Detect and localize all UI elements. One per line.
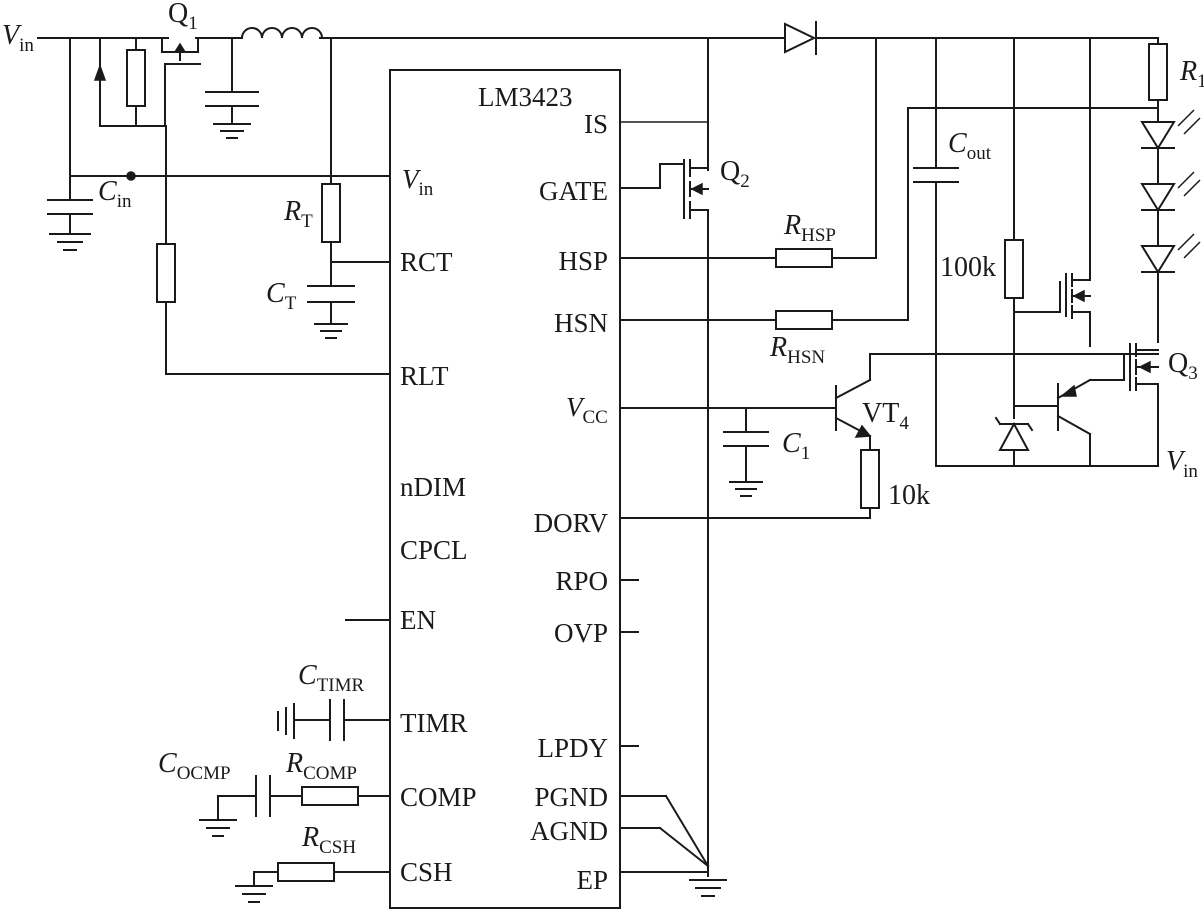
pin-rct: RCT bbox=[400, 247, 453, 277]
svg-text:100k: 100k bbox=[940, 252, 996, 283]
svg-text:Cout: Cout bbox=[948, 128, 992, 164]
stub-pins bbox=[345, 579, 639, 747]
svg-text:Cin: Cin bbox=[98, 176, 132, 212]
svg-text:Q3: Q3 bbox=[1168, 348, 1198, 384]
svg-text:Vin: Vin bbox=[1166, 446, 1198, 482]
pin-vcc: VCC bbox=[566, 392, 608, 428]
input-rail: Vin bbox=[2, 20, 1159, 201]
pin-vin: Vin bbox=[402, 164, 434, 200]
pin-ovp: OVP bbox=[554, 618, 608, 648]
svg-text:C1: C1 bbox=[782, 428, 810, 464]
vcc-c1-vt4: C1 VT4 10k bbox=[619, 353, 1159, 519]
rhsp-resistor: RHSP bbox=[619, 37, 877, 268]
pin-agnd: AGND bbox=[530, 816, 608, 846]
vin-input-label: Vin bbox=[2, 20, 34, 56]
dimming-network: 100k bbox=[940, 37, 1125, 467]
q1-mosfet: Q1 bbox=[93, 0, 259, 139]
cout-capacitor: Cout bbox=[913, 37, 1159, 467]
ground-bus bbox=[619, 794, 727, 897]
pin-rpo: RPO bbox=[555, 566, 608, 596]
svg-text:RCOMP: RCOMP bbox=[285, 748, 357, 784]
rhsn-resistor: RHSN bbox=[619, 107, 1159, 368]
rt-ct-network: RT CT bbox=[266, 37, 391, 339]
pin-comp: COMP bbox=[400, 782, 477, 812]
pin-timr: TIMR bbox=[400, 708, 468, 738]
ctimr-capacitor: CTIMR bbox=[277, 660, 391, 741]
pin-pgnd: PGND bbox=[534, 782, 608, 812]
svg-text:RHSP: RHSP bbox=[783, 210, 836, 246]
pin-rlt: RLT bbox=[400, 361, 449, 391]
svg-text:COCMP: COCMP bbox=[158, 748, 231, 784]
pin-hsp: HSP bbox=[558, 246, 608, 276]
q2-mosfet: Q2 bbox=[619, 37, 750, 877]
pin-cpcl: CPCL bbox=[400, 535, 468, 565]
ic-lm3423-body bbox=[389, 69, 621, 909]
ic-name: LM3423 bbox=[478, 82, 573, 112]
main-diode bbox=[784, 21, 817, 55]
pin-dorv: DORV bbox=[534, 508, 609, 538]
svg-text:R1: R1 bbox=[1179, 56, 1204, 92]
svg-text:RCSH: RCSH bbox=[301, 822, 356, 858]
pin-en: EN bbox=[400, 605, 436, 635]
comp-network: COCMP RCOMP bbox=[158, 748, 391, 837]
pin-lpdy: LPDY bbox=[537, 733, 608, 763]
pin-gate: GATE bbox=[539, 176, 608, 206]
pin-ndim: nDIM bbox=[400, 472, 466, 502]
cin-capacitor: Cin bbox=[47, 176, 132, 251]
svg-text:Q2: Q2 bbox=[720, 156, 750, 192]
svg-text:CT: CT bbox=[266, 278, 297, 314]
pin-csh: CSH bbox=[400, 857, 453, 887]
pin-is: IS bbox=[584, 109, 608, 139]
csh-network: RCSH bbox=[235, 822, 391, 903]
svg-text:VT4: VT4 bbox=[862, 398, 909, 434]
svg-text:CTIMR: CTIMR bbox=[298, 660, 365, 696]
svg-text:RT: RT bbox=[283, 196, 313, 232]
svg-text:10k: 10k bbox=[888, 480, 930, 511]
svg-text:Q1: Q1 bbox=[168, 0, 198, 34]
pin-ep: EP bbox=[576, 865, 608, 895]
rlt-resistor bbox=[156, 125, 391, 375]
pin-hsn: HSN bbox=[554, 308, 608, 338]
led-string: R1 Q3 Vin bbox=[1123, 37, 1204, 482]
inductor bbox=[240, 27, 324, 40]
svg-text:RHSN: RHSN bbox=[769, 332, 825, 368]
